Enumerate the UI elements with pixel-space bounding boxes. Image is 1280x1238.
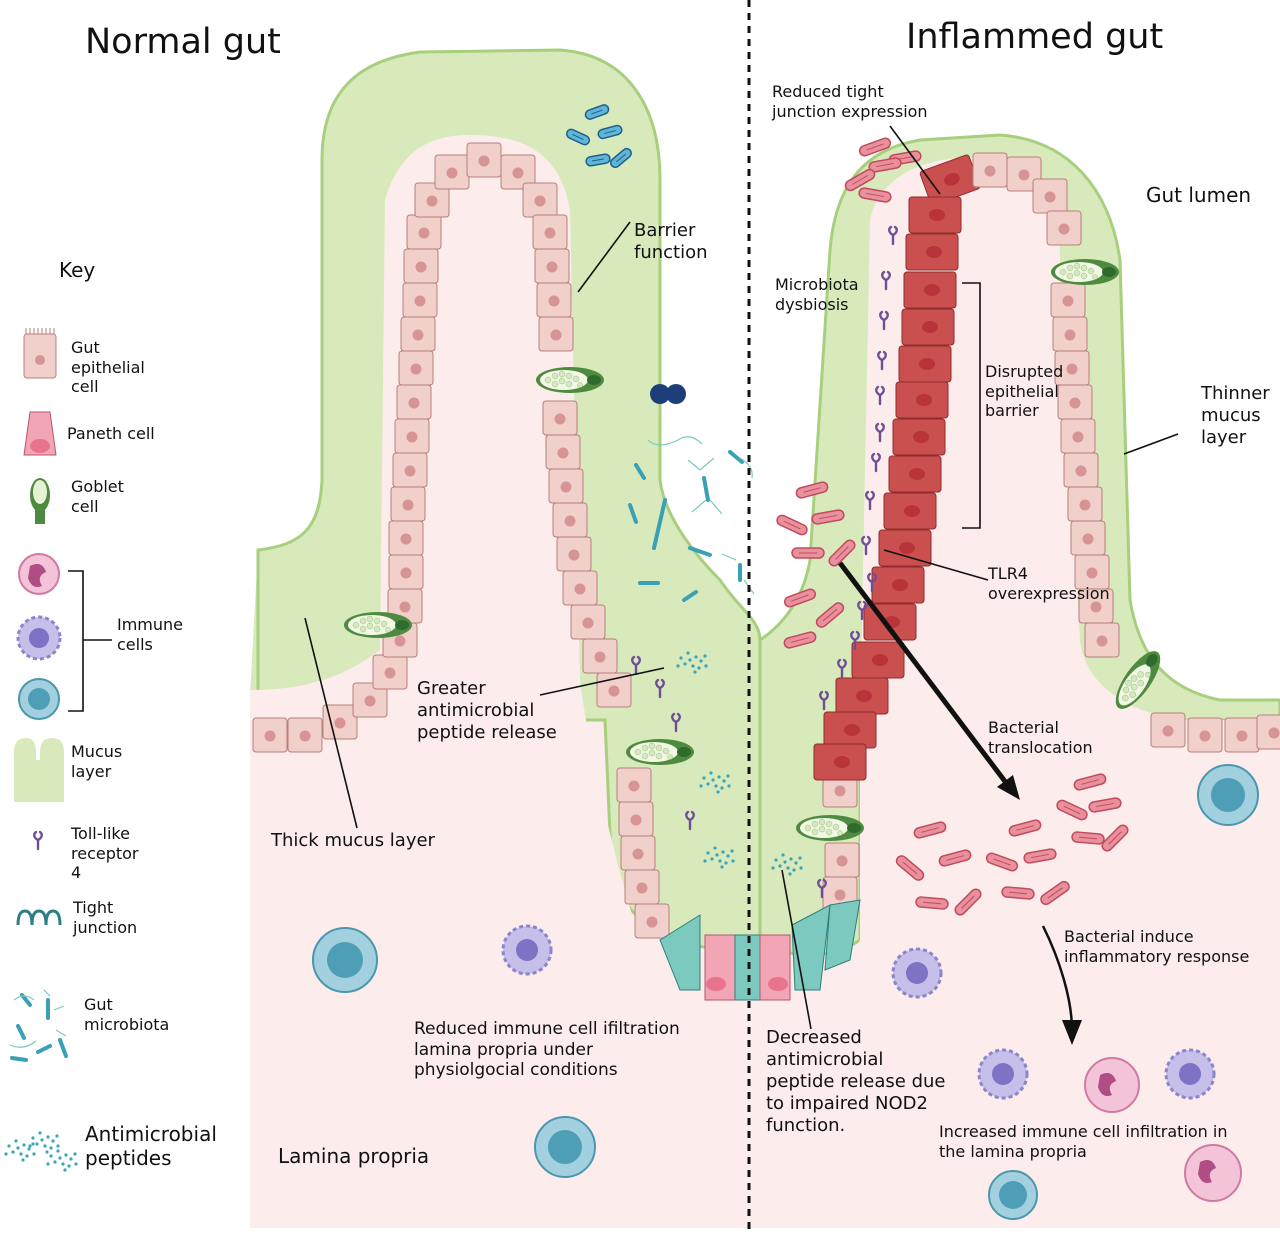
key-label-tight-junction: Tight junction — [73, 898, 138, 937]
inflamed-gut-title: Inflammed gut — [906, 17, 1164, 57]
tight-junction-icon — [16, 909, 62, 926]
immune-cells-normal — [312, 924, 596, 1178]
label-increased-immune: Increased immune cell infiltration in th… — [939, 1122, 1228, 1161]
label-bacterial-induce: Bacterial induce inflammatory response — [1064, 927, 1250, 966]
pointer-lines — [304, 125, 1179, 1030]
label-decreased-amp: Decreased antimicrobial peptide release … — [766, 1027, 946, 1136]
label-dysbiosis: Microbiota dysbiosis — [775, 275, 859, 314]
gut-microbiota-icon — [9, 989, 68, 1062]
goblet-cell-icon — [30, 478, 50, 524]
microbiota-normal — [564, 102, 755, 602]
key-label-amp: Antimicrobial peptides — [85, 1122, 217, 1171]
label-lamina-propria: Lamina propria — [278, 1144, 430, 1168]
label-thinner-mucus: Thinner mucus layer — [1201, 383, 1270, 448]
label-bacterial-translocation: Bacterial translocation — [988, 718, 1093, 757]
key-label-mucus: Mucus layer — [71, 742, 123, 781]
label-tlr4-overexpression: TLR4 overexpression — [988, 564, 1110, 603]
key-label-microbiota: Gut microbiota — [84, 995, 170, 1034]
toll-like-receptor-icon — [33, 830, 43, 851]
immune-cells-inflamed — [891, 764, 1259, 1220]
key-title: Key — [59, 258, 96, 282]
paneth-cell-icon — [23, 411, 57, 456]
key-label-epithelial: Gut epithelial cell — [71, 338, 145, 397]
label-thick-mucus: Thick mucus layer — [271, 830, 435, 851]
arrows — [838, 561, 1082, 1045]
key-label-immune: Immune cells — [117, 615, 184, 654]
key-label-tlr4: Toll-like receptor 4 — [71, 824, 139, 883]
antimicrobial-peptides-icon — [4, 1131, 78, 1172]
mucus-layer-icon — [14, 738, 64, 802]
label-reduced-immune: Reduced immune cell ifiltration lamina p… — [414, 1019, 680, 1081]
label-reduced-tight-junction: Reduced tight junction expression — [772, 82, 928, 121]
epithelial-cell-icon — [23, 328, 57, 379]
key-label-paneth: Paneth cell — [67, 424, 155, 443]
normal-gut-title: Normal gut — [85, 22, 281, 62]
immune-cells-icon — [16, 553, 112, 720]
label-disrupted-barrier: Disrupted epithelial barrier — [985, 362, 1064, 421]
key-icons — [4, 328, 112, 1172]
label-barrier-function: Barrier function — [634, 220, 708, 263]
label-gut-lumen: Gut lumen — [1146, 183, 1252, 207]
label-greater-amp: Greater antimicrobial peptide release — [417, 678, 557, 743]
key-label-goblet: Goblet cell — [71, 477, 124, 516]
